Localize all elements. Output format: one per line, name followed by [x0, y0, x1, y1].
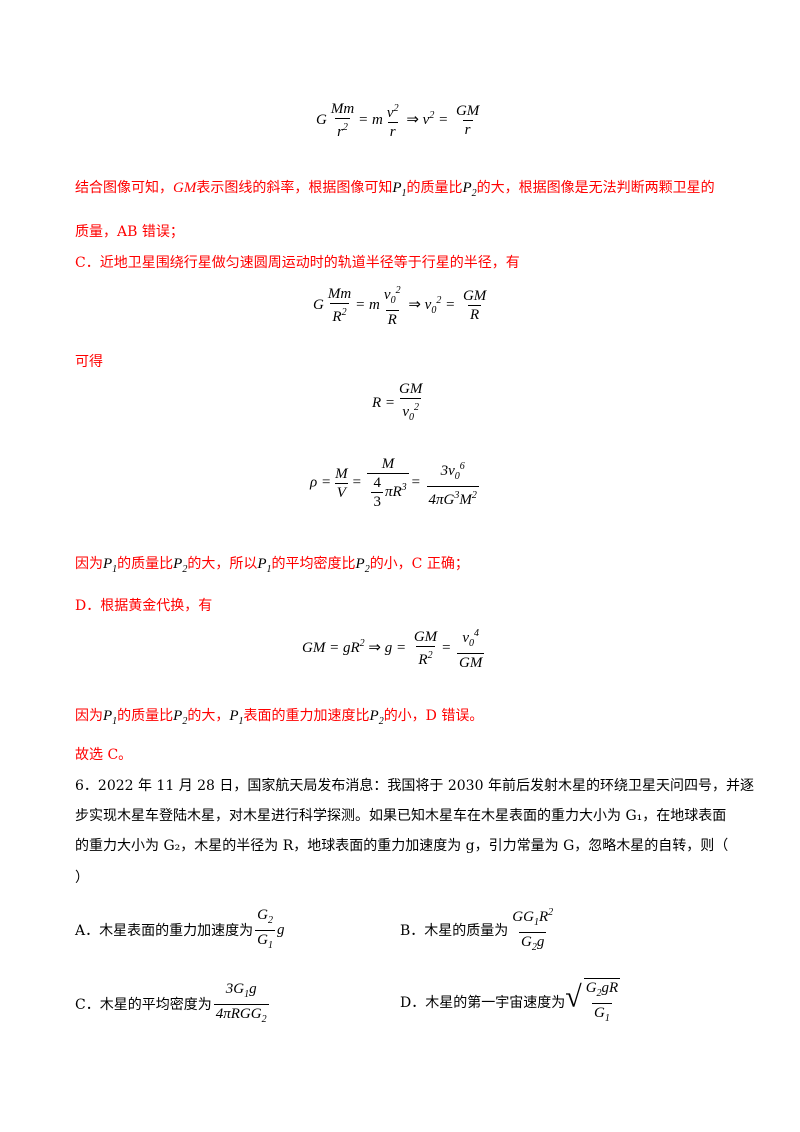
option-d-intro: D．根据黄金代换，有: [75, 598, 213, 614]
q6-line-4: ）: [75, 870, 89, 886]
answer-line: 故选 C。: [75, 747, 133, 763]
q6-line-1: 6．2022 年 11 月 28 日，国家航天局发布消息：我国将于 2030 年…: [75, 778, 754, 794]
explanation-para-2: 因为P1的质量比P2的大，所以P1的平均密度比P2的小，C 正确；: [75, 556, 469, 575]
explanation-para-3: 因为P1的质量比P2的大，P1表面的重力加速度比P2的小，D 错误。: [75, 708, 484, 727]
kede-label: 可得: [75, 354, 103, 370]
q6-line-2: 步实现木星车登陆木星，对木星进行科学探测。如果已知木星车在木星表面的重力大小为 …: [75, 808, 727, 824]
option-c-intro: C．近地卫星围绕行星做匀速圆周运动时的轨道半径等于行星的半径，有: [75, 255, 520, 271]
explanation-para-1: 结合图像可知，GM表示图线的斜率，根据图像可知P1的质量比P2的大，根据图像是无…: [75, 180, 715, 199]
q6-line-3: 的重力大小为 G₂，木星的半径为 R，地球表面的重力加速度为 g，引力常量为 G…: [75, 838, 729, 854]
explanation-para-1b: 质量，AB 错误；: [75, 224, 184, 240]
